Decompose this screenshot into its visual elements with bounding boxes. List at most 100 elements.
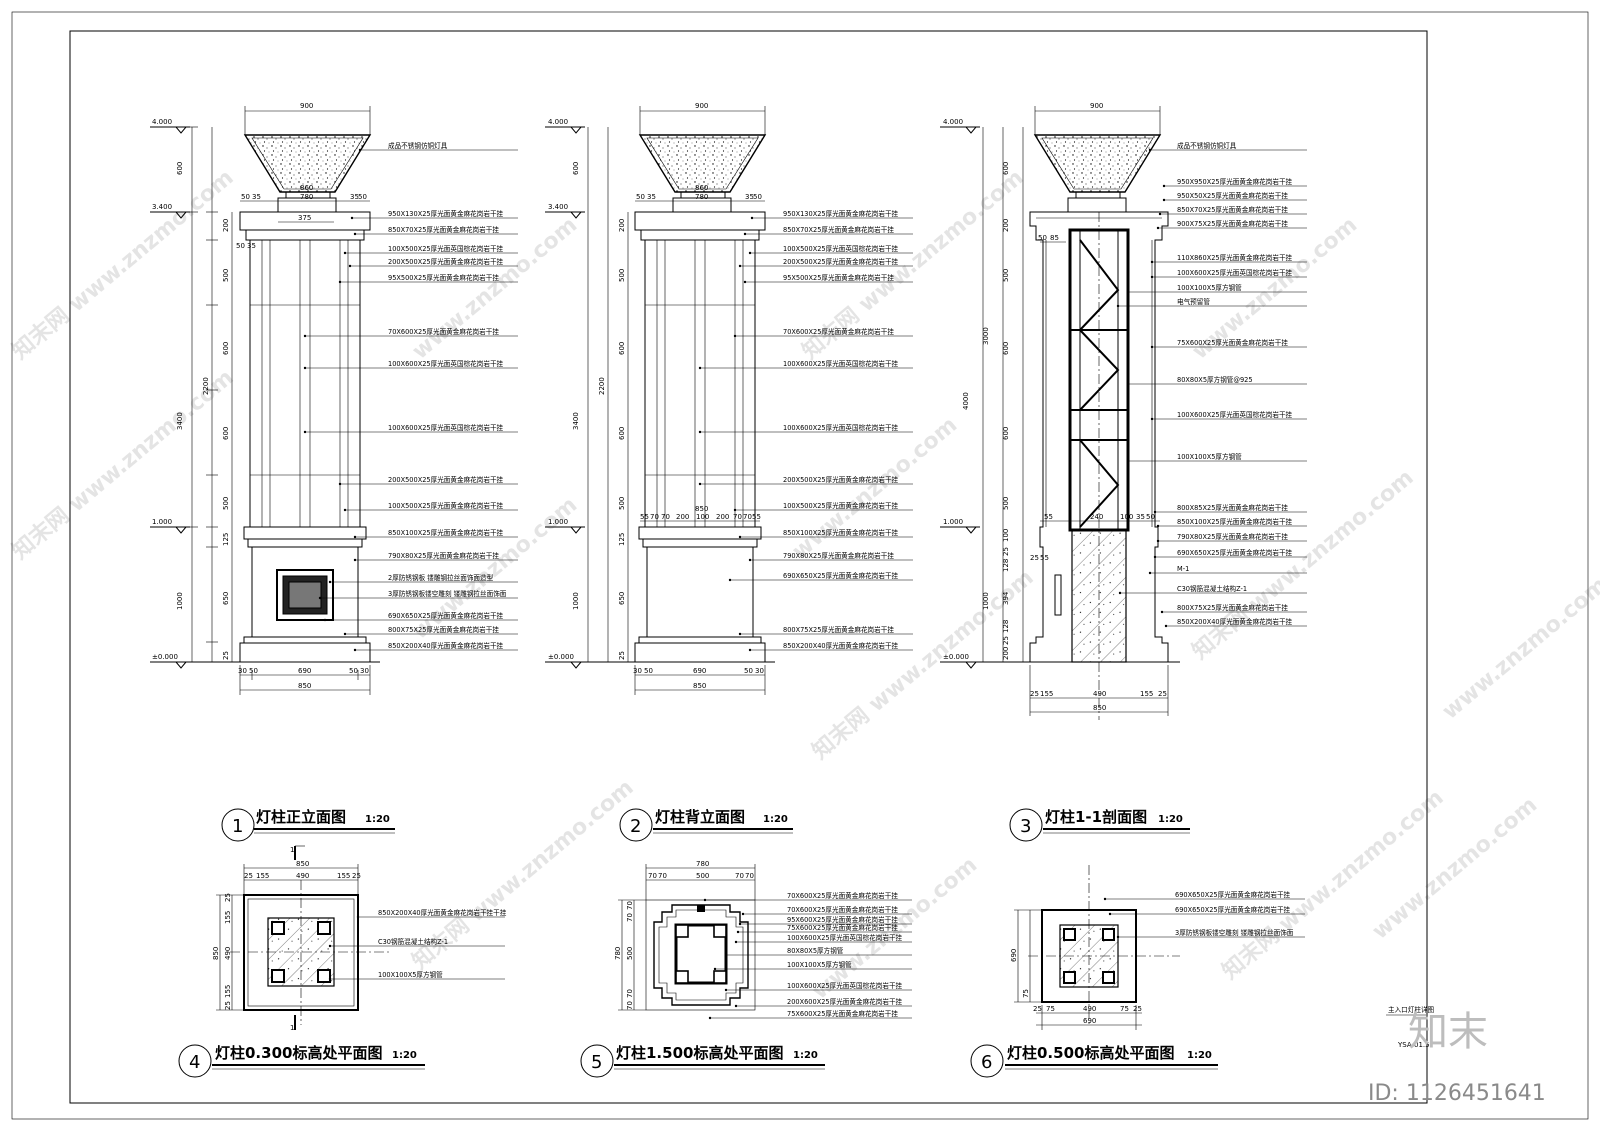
dim-v3-b490: 490 — [1093, 690, 1106, 698]
level-low-v2: 1.000 — [548, 518, 568, 526]
dim-v1-35c: 35 — [247, 242, 256, 250]
dim-v2-m70: 70 — [650, 513, 659, 521]
dim-v1-375: 375 — [298, 214, 311, 222]
view-scale-1: 1:20 — [365, 814, 390, 825]
label-v2-1: 850X70X25厚光面黄金麻花岗岩干挂 — [783, 225, 894, 234]
dim-v3-128: 128 — [1002, 559, 1010, 572]
dim-v3-500a: 500 — [1002, 269, 1010, 282]
watermark-text: 知末网 www.znzmo.com — [7, 164, 238, 364]
dim-v2-35b: 35 — [745, 193, 754, 201]
label-v1-17: 850X200X40厚光面黄金麻花岗岩干挂 — [388, 641, 504, 650]
label-v3-17: M-1 — [1177, 565, 1189, 573]
level-low-v1: 1.000 — [152, 518, 172, 526]
dim-v3-25: 25 — [1002, 547, 1010, 556]
watermark-text: www.znzmo.com — [1438, 573, 1600, 725]
label-v5-1: 70X600X25厚光面黄金麻花岗岩干挂 — [787, 905, 898, 914]
dim-v3-25b: 25 — [1002, 636, 1010, 645]
dim-v1-600b: 600 — [222, 427, 230, 440]
dim-v2-b850: 850 — [693, 682, 706, 690]
dim-v4-l850: 850 — [212, 947, 220, 960]
dim-lines-v3 — [982, 127, 1024, 662]
plan-outline-v5 — [653, 904, 749, 1006]
steel-bracing-v3 — [1070, 239, 1128, 528]
dim-v2-500a: 500 — [618, 269, 626, 282]
label-v3-5: 110X860X25厚光面黄金麻花岗岩干挂 — [1177, 253, 1293, 262]
view-title-text-5: 灯柱1.500标高处平面图 — [616, 1044, 783, 1062]
dim-v3-900: 900 — [1090, 102, 1103, 110]
dim-v3-b850: 850 — [1093, 704, 1106, 712]
label-v2-9: 100X500X25厚光面黄金麻花岗岩干挂 — [783, 501, 899, 510]
dim-v5-500: 500 — [696, 872, 709, 880]
dim-v6-b75: 75 — [1046, 1005, 1055, 1013]
view-number-2: 2 — [630, 816, 641, 837]
dim-v3-500b: 500 — [1002, 497, 1010, 510]
level-base-v1: ±0.000 — [152, 653, 178, 661]
dim-v4-l155: 155 — [224, 911, 232, 924]
view-2-back-elevation: 4.000 3.400 1.000 ±0.000 600 3400 1000 2… — [545, 102, 913, 695]
dim-v5-70b: 70 — [658, 872, 667, 880]
dim-v1-50b: 50 — [358, 193, 367, 201]
dim-v3-200b: 200 — [1002, 647, 1010, 660]
dim-v3-m50: 50 — [1038, 234, 1047, 242]
top-dim-lines-v2 — [635, 106, 766, 202]
dim-v1-35: 35 — [252, 193, 261, 201]
label-v1-1: 950X130X25厚光面黄金麻花岗岩干挂 — [388, 209, 504, 218]
label-v1-11: 850X100X25厚光面黄金麻花岗岩干挂 — [388, 528, 504, 537]
label-v5-5: 80X80X5厚方钢管 — [787, 946, 844, 955]
label-v2-0: 950X130X25厚光面黄金麻花岗岩干挂 — [783, 209, 899, 218]
label-v1-3: 100X500X25厚光面英国棕花岗岩干挂 — [388, 244, 504, 253]
drawing-code: YSA-01.5 — [1397, 1041, 1430, 1049]
logo: 知末 ID: 1126451641 — [1368, 1009, 1546, 1106]
dim-v1-b50b: 50 — [349, 667, 358, 675]
level-top-v3: 4.000 — [943, 118, 963, 126]
dim-v1-500b: 500 — [222, 497, 230, 510]
label-v1-7: 100X600X25厚光面英国棕花岗岩干挂 — [388, 359, 504, 368]
dim-v1-1000: 1000 — [176, 592, 184, 610]
dim-v2-600b: 600 — [618, 427, 626, 440]
view-scale-6: 1:20 — [1187, 1050, 1212, 1061]
watermark-text: www.znzmo.com — [1368, 793, 1542, 945]
dim-v2-3400: 3400 — [572, 412, 580, 430]
dim-v2-2200: 2200 — [598, 377, 606, 395]
dim-v3-1000: 1000 — [982, 592, 990, 610]
watermark-text: www.znzmo.com — [408, 213, 582, 365]
dim-v2-m55: 55 — [640, 513, 649, 521]
label-v3-8: 电气预留管 — [1177, 297, 1210, 306]
view-title-text-3: 灯柱1-1剖面图 — [1045, 808, 1147, 826]
dim-v4-155: 155 — [256, 872, 269, 880]
label-v5-8: 200X600X25厚光面黄金麻花岗岩干挂 — [787, 997, 903, 1006]
dim-v4-25b: 25 — [352, 872, 361, 880]
dim-v3-b155: 155 — [1040, 690, 1053, 698]
label-v4-0: 850X200X40厚光面黄金麻花岗岩干挂干挂 — [378, 908, 507, 917]
dim-v3-b25: 25 — [1030, 690, 1039, 698]
dim-v5-l780: 780 — [614, 947, 622, 960]
label-v2-11: 790X80X25厚光面黄金麻花岗岩干挂 — [783, 551, 894, 560]
bottom-dim-lines-v3 — [1029, 665, 1169, 716]
dim-v2-600: 600 — [572, 162, 580, 175]
dim-v3-m25: 25 — [1030, 554, 1039, 562]
dim-v6-l75: 75 — [1022, 989, 1030, 998]
view-title-text-6: 灯柱0.500标高处平面图 — [1007, 1044, 1174, 1062]
view-title-1: 1 灯柱正立面图 1:20 — [221, 808, 395, 842]
dim-v3-m50b: 50 — [1146, 513, 1155, 521]
dim-v2-b50: 50 — [644, 667, 653, 675]
leader-labels-v5: 70X600X25厚光面黄金麻花岗岩干挂70X600X25厚光面黄金麻花岗岩干挂… — [703, 891, 912, 1020]
dim-v1-650: 650 — [222, 592, 230, 605]
label-v3-6: 100X600X25厚光面英国棕花岗岩干挂 — [1177, 268, 1293, 277]
dim-v2-35: 35 — [647, 193, 656, 201]
section-mark-bottom: 1 — [290, 1024, 294, 1032]
dim-v1-35b: 35 — [350, 193, 359, 201]
dim-v3-m55b: 55 — [1040, 554, 1049, 562]
column-cap-v2 — [634, 211, 766, 231]
dim-v5-780: 780 — [696, 860, 709, 868]
dim-v2-m200b: 200 — [716, 513, 729, 521]
dim-v2-25: 25 — [618, 651, 626, 660]
dim-v2-m850: 850 — [695, 505, 708, 513]
dim-v2-125: 125 — [618, 533, 626, 546]
dim-v2-b690: 690 — [693, 667, 706, 675]
label-v6-0: 690X650X25厚光面黄金麻花岗岩干挂 — [1175, 890, 1291, 899]
level-low-v3: 1.000 — [943, 518, 963, 526]
dim-v3-3000: 3000 — [982, 327, 990, 345]
label-v1-16: 800X75X25厚光面黄金麻花岗岩干挂 — [388, 625, 499, 634]
dim-v2-50: 50 — [636, 193, 645, 201]
